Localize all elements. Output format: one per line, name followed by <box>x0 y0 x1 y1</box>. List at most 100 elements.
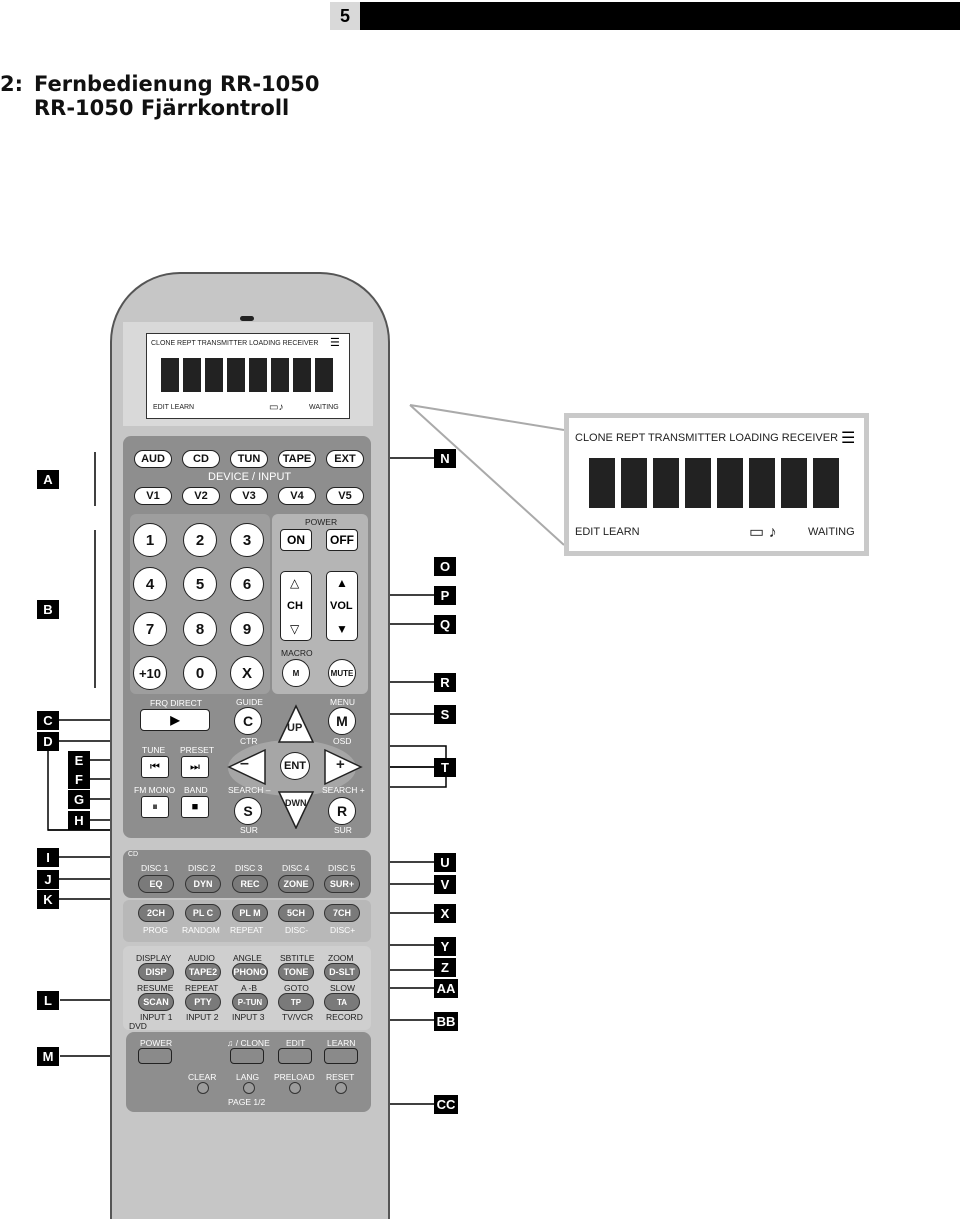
ch-rocker[interactable]: △ CH ▽ <box>280 571 312 641</box>
cd-button[interactable]: CD <box>182 450 220 468</box>
stop-icon: ■ <box>191 801 199 813</box>
tune-button[interactable]: ⏮ <box>141 756 169 778</box>
signal-icon: ☰ <box>330 337 340 349</box>
dyn-button[interactable]: DYN <box>185 875 221 893</box>
tape2-button[interactable]: TAPE2 <box>185 963 221 981</box>
macro-m-button[interactable]: M <box>282 659 310 687</box>
page-label: PAGE 1/2 <box>228 1097 266 1107</box>
guide-label: GUIDE <box>236 697 263 707</box>
ch-down-icon: ▽ <box>290 622 300 636</box>
frq-direct-label: FRQ DIRECT <box>150 698 202 708</box>
clear-button[interactable] <box>197 1082 209 1094</box>
callout-i: I <box>37 848 59 867</box>
ch-label: CH <box>287 600 303 612</box>
sur-plus-button[interactable]: SUR+ <box>324 875 360 893</box>
num-4-button[interactable]: 4 <box>133 567 167 601</box>
menu-m-button[interactable]: M <box>328 707 356 735</box>
eq-button[interactable]: EQ <box>138 875 174 893</box>
num-7-button[interactable]: 7 <box>133 612 167 646</box>
phono-button[interactable]: PHONO <box>232 963 268 981</box>
p-tun-button[interactable]: P-TUN <box>232 993 268 1011</box>
lcd-big-top-row: CLONE REPT TRANSMITTER LOADING RECEIVER <box>575 432 839 444</box>
pty-button[interactable]: PTY <box>185 993 221 1011</box>
clone-button[interactable] <box>230 1048 264 1064</box>
device-input-label: DEVICE / INPUT <box>208 471 292 483</box>
c-button[interactable]: C <box>234 707 262 735</box>
aud-button[interactable]: AUD <box>134 450 172 468</box>
num-1-button[interactable]: 1 <box>133 523 167 557</box>
callout-v: V <box>434 875 456 894</box>
lang-button[interactable] <box>243 1082 255 1094</box>
fm-mono-button[interactable]: ⏸ <box>141 796 169 818</box>
s-button[interactable]: S <box>234 797 262 825</box>
bottom-panel <box>126 1032 371 1112</box>
num-9-button[interactable]: 9 <box>230 612 264 646</box>
learn-button[interactable] <box>324 1048 358 1064</box>
ta-button[interactable]: TA <box>324 993 360 1011</box>
band-button[interactable]: ■ <box>181 796 209 818</box>
lcd-big-segments <box>589 458 839 508</box>
plm-button[interactable]: PL M <box>232 904 268 922</box>
num-3-button[interactable]: 3 <box>230 523 264 557</box>
clone-label: ♫ / CLONE <box>227 1038 270 1048</box>
v4-button[interactable]: V4 <box>278 487 316 505</box>
tun-button[interactable]: TUN <box>230 450 268 468</box>
slow-label: SLOW <box>330 983 356 993</box>
disp-button[interactable]: DISP <box>138 963 174 981</box>
callout-s: S <box>434 705 456 724</box>
tp-button[interactable]: TP <box>278 993 314 1011</box>
callout-o: O <box>434 557 456 576</box>
zone-button[interactable]: ZONE <box>278 875 314 893</box>
scan-button[interactable]: SCAN <box>138 993 174 1011</box>
preset-button[interactable]: ⏭ <box>181 756 209 778</box>
num-5-button[interactable]: 5 <box>183 567 217 601</box>
v5-button[interactable]: V5 <box>326 487 364 505</box>
title-prefix: 2: <box>0 72 24 96</box>
edit-button[interactable] <box>278 1048 312 1064</box>
disc-plus-label: DISC+ <box>330 925 356 935</box>
repeat-label: REPEAT <box>230 925 264 935</box>
input2-label: INPUT 2 <box>186 1012 219 1022</box>
v1-button[interactable]: V1 <box>134 487 172 505</box>
callout-e: E <box>68 751 90 770</box>
rec-button[interactable]: REC <box>232 875 268 893</box>
reset-button[interactable] <box>335 1082 347 1094</box>
x-button[interactable]: X <box>230 656 264 690</box>
num-0-button[interactable]: 0 <box>183 656 217 690</box>
tape-button[interactable]: TAPE <box>278 450 316 468</box>
disc-minus-label: DISC- <box>285 925 309 935</box>
vol-rocker[interactable]: ▲ VOL ▼ <box>326 571 358 641</box>
off-button[interactable]: OFF <box>326 529 358 551</box>
ext-button[interactable]: EXT <box>326 450 364 468</box>
vol-down-icon: ▼ <box>336 622 348 636</box>
nav-arrows[interactable] <box>225 704 365 829</box>
lang-label: LANG <box>236 1072 260 1082</box>
mute-button[interactable]: MUTE <box>328 659 356 687</box>
2ch-button[interactable]: 2CH <box>138 904 174 922</box>
callout-k: K <box>37 890 59 909</box>
power-label: POWER <box>305 517 338 527</box>
plus10-button[interactable]: +10 <box>133 656 167 690</box>
disc3-label: DISC 3 <box>235 863 263 873</box>
v3-button[interactable]: V3 <box>230 487 268 505</box>
callout-t: T <box>434 758 456 777</box>
num-2-button[interactable]: 2 <box>183 523 217 557</box>
ent-button[interactable]: ENT <box>280 752 310 780</box>
learn-label: LEARN <box>327 1038 356 1048</box>
preload-button[interactable] <box>289 1082 301 1094</box>
lcd-big-bottom-left: EDIT LEARN <box>575 526 640 538</box>
tone-button[interactable]: TONE <box>278 963 314 981</box>
plc-button[interactable]: PL C <box>185 904 221 922</box>
power2-button[interactable] <box>138 1048 172 1064</box>
disc1-label: DISC 1 <box>141 863 169 873</box>
frq-direct-button[interactable]: ▶ <box>140 709 210 731</box>
v2-button[interactable]: V2 <box>182 487 220 505</box>
7ch-button[interactable]: 7CH <box>324 904 360 922</box>
r-button[interactable]: R <box>328 797 356 825</box>
num-6-button[interactable]: 6 <box>230 567 264 601</box>
battery-icon: ▭ ♪ <box>749 524 777 541</box>
on-button[interactable]: ON <box>280 529 312 551</box>
5ch-button[interactable]: 5CH <box>278 904 314 922</box>
d-slt-button[interactable]: D-SLT <box>324 963 360 981</box>
num-8-button[interactable]: 8 <box>183 612 217 646</box>
